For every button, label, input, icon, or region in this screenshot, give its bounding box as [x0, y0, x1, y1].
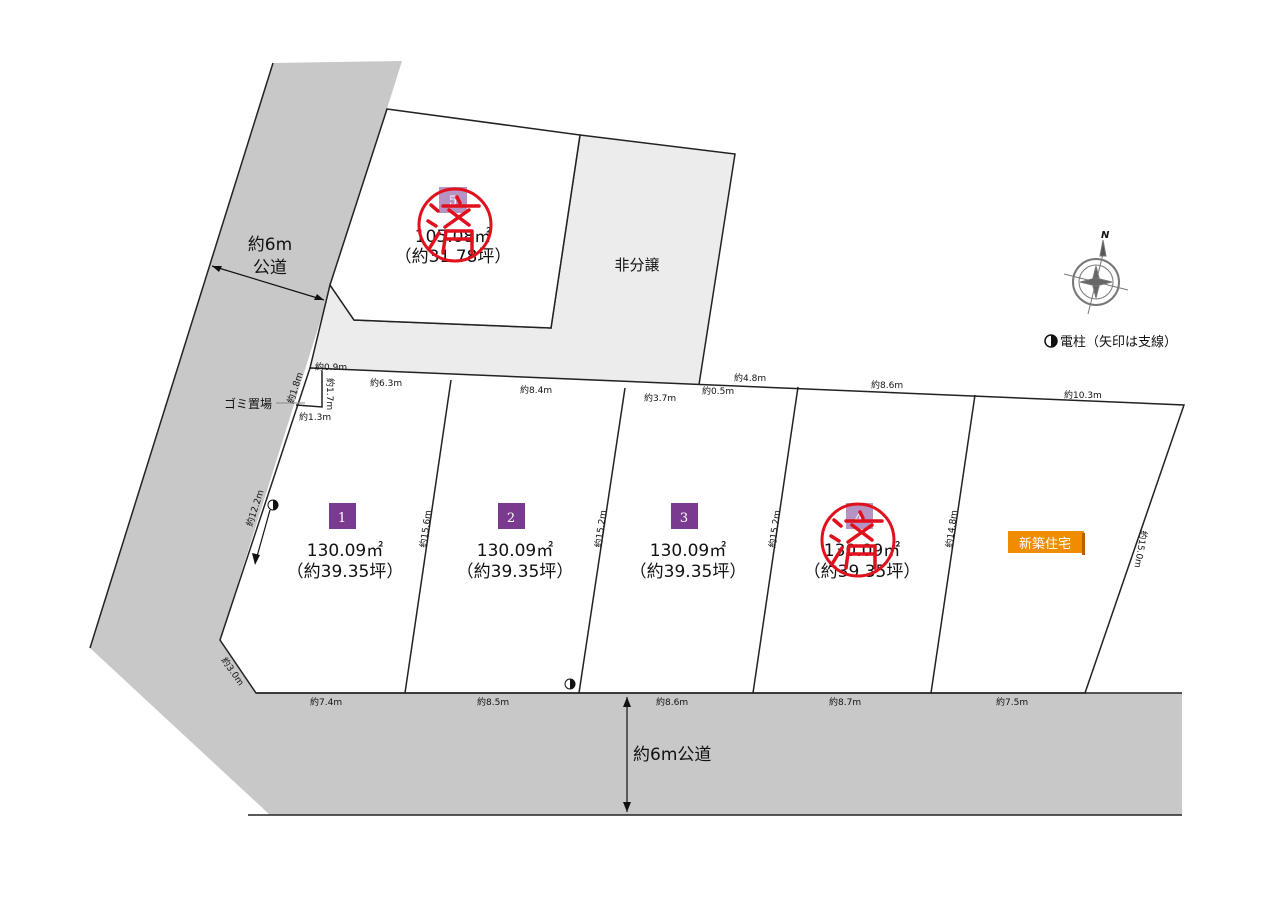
lot-area: 130.09㎡ — [477, 541, 553, 561]
lot-tsubo: （約39.35坪） — [287, 562, 404, 582]
garbage-label: ゴミ置場 — [224, 396, 272, 411]
svg-text:約7.4m: 約7.4m — [310, 696, 342, 708]
svg-text:1: 1 — [338, 511, 346, 526]
svg-text:約4.8m: 約4.8m — [734, 372, 766, 384]
lot-tsubo: （約39.35坪） — [457, 562, 574, 582]
south-road-label: 約6m公道 — [633, 745, 711, 765]
lot-tsubo: （約31.78坪） — [395, 247, 512, 267]
lot-divider — [752, 386, 799, 694]
arrow-head — [252, 553, 260, 565]
lot-2-label: 2 130.09㎡ （約39.35坪） — [457, 503, 574, 582]
svg-text:約1.3m: 約1.3m — [299, 411, 331, 423]
lot-1-label: 1 130.09㎡ （約39.35坪） — [287, 503, 404, 582]
lot-divider — [578, 387, 626, 694]
west-road-label: 約6m — [248, 235, 292, 255]
legend-text: 電柱（矢印は支線） — [1060, 334, 1177, 350]
svg-text:約3.7m: 約3.7m — [644, 392, 676, 404]
svg-text:2: 2 — [507, 511, 515, 526]
lot-tsubo: （約39.35坪） — [630, 562, 747, 582]
arrow-head — [623, 802, 631, 812]
compass-north: N — [1101, 230, 1110, 241]
svg-text:約8.6m: 約8.6m — [656, 696, 688, 708]
road-width-arrow — [211, 265, 325, 301]
svg-text:約0.5m: 約0.5m — [702, 385, 734, 397]
svg-text:約6.3m: 約6.3m — [370, 377, 402, 389]
legend-pole-icon — [1044, 334, 1058, 348]
svg-text:約0.9m: 約0.9m — [315, 361, 347, 373]
stay-wire-arrow — [255, 509, 271, 561]
road-west-south — [90, 61, 1182, 815]
lot-area: 130.09㎡ — [307, 541, 383, 561]
lower-lots-outline — [219, 367, 1186, 694]
new-house-badge: 新築住宅 — [1008, 531, 1085, 555]
svg-text:約1.7m: 約1.7m — [324, 378, 336, 410]
lot-number-badge — [498, 503, 525, 529]
svg-text:約8.4m: 約8.4m — [520, 384, 552, 396]
svg-text:約7.5m: 約7.5m — [996, 696, 1028, 708]
arrow-head — [623, 697, 631, 707]
lot-area: 130.09㎡ — [650, 541, 726, 561]
utility-pole-icon — [267, 499, 279, 511]
west-road-label: 公道 — [253, 258, 287, 278]
road-edge — [89, 62, 274, 649]
non-subdivided-label: 非分譲 — [614, 256, 659, 274]
svg-text:約8.5m: 約8.5m — [477, 696, 509, 708]
lot-divider — [404, 379, 452, 694]
svg-text:5: 5 — [449, 194, 457, 209]
lot-tsubo: （約39.35坪） — [804, 562, 921, 582]
lot-area: 130.09㎡ — [824, 541, 900, 561]
lot-3-label: 3 130.09㎡ （約39.35坪） — [630, 503, 747, 582]
svg-text:約10.3m: 約10.3m — [1064, 389, 1102, 401]
arrow-head — [212, 266, 222, 272]
lot-divider — [930, 394, 976, 694]
utility-pole-icon — [564, 678, 576, 690]
svg-text:約8.6m: 約8.6m — [871, 379, 903, 391]
arrow-head — [314, 294, 324, 300]
svg-text:約8.7m: 約8.7m — [829, 696, 861, 708]
compass-rose-icon — [1063, 239, 1129, 315]
lot-number-badge — [671, 503, 698, 529]
svg-text:4: 4 — [855, 511, 863, 526]
svg-text:3: 3 — [680, 511, 688, 526]
garbage-area — [295, 371, 323, 408]
lot-number-badge — [329, 503, 356, 529]
svg-text:新築住宅: 新築住宅 — [1019, 536, 1071, 552]
